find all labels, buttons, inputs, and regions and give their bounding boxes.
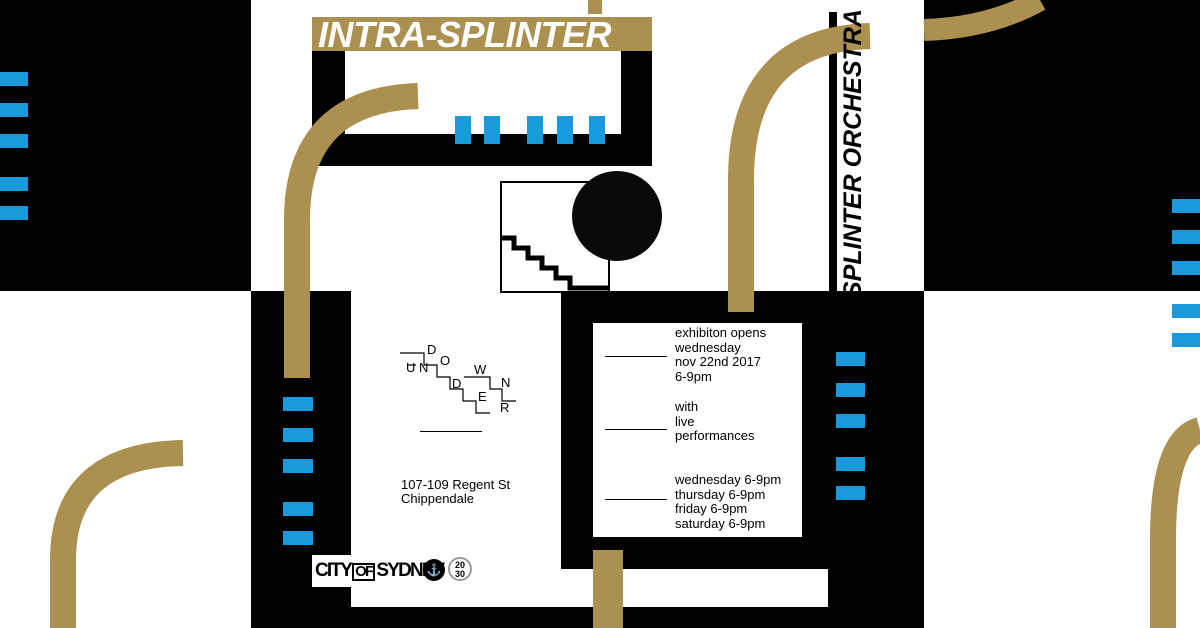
opening-line-2: wednesday xyxy=(675,339,741,355)
sustainable-sydney-badge: 20 30 xyxy=(448,557,472,581)
blue-square xyxy=(1172,230,1200,244)
venue-logo-lines xyxy=(400,352,516,414)
info-rule-2 xyxy=(605,429,667,430)
blue-square xyxy=(283,397,313,411)
badge-bottom: 30 xyxy=(454,569,465,579)
opening-text: exhibiton opens wednesday nov 22nd 2017 … xyxy=(675,325,767,385)
blue-square xyxy=(836,457,865,471)
logo-letter-n: N xyxy=(419,360,429,375)
info-rule-3 xyxy=(605,499,667,500)
blue-square xyxy=(0,72,28,86)
blue-square xyxy=(557,116,573,144)
blue-square xyxy=(1172,333,1200,347)
performances-line-2: live xyxy=(675,413,695,429)
bracket-right-arm xyxy=(621,50,652,166)
opening-line-1: exhibiton opens xyxy=(675,325,767,340)
blue-square xyxy=(836,383,865,397)
gold-stub-top xyxy=(588,0,602,14)
opening-line-4: 6-9pm xyxy=(675,369,712,385)
blue-square xyxy=(0,134,28,148)
bg-block-top-right xyxy=(924,0,1200,291)
logo-letter-w: W xyxy=(474,362,487,377)
logo-letter-u: U xyxy=(406,360,416,375)
logo-letter-n2: N xyxy=(501,375,511,390)
schedule-line-2: thursday 6-9pm xyxy=(675,486,766,502)
opening-line-3: nov 22nd 2017 xyxy=(675,354,762,370)
city-prefix: CITY xyxy=(315,560,353,581)
blue-square xyxy=(283,459,313,473)
schedule-line-1: wednesday 6-9pm xyxy=(675,472,782,487)
performances-text: with live performances xyxy=(675,399,755,444)
arc-bottom-right xyxy=(1150,417,1200,628)
performances-line-3: performances xyxy=(675,428,755,444)
blue-square xyxy=(836,352,865,366)
logo-letter-d2: D xyxy=(452,376,462,391)
city-of: OF xyxy=(352,563,376,581)
blue-square xyxy=(283,502,313,516)
logo-letter-r: R xyxy=(500,400,510,415)
poster-title: INTRA-SPLINTER xyxy=(318,17,612,51)
blue-square xyxy=(836,414,865,428)
staircase-circle-icon xyxy=(500,171,662,293)
logo-letter-o: O xyxy=(440,353,451,368)
logo-letter-d: D xyxy=(427,342,437,357)
blue-square xyxy=(484,116,500,144)
blue-square xyxy=(527,116,543,144)
blue-square xyxy=(283,531,313,545)
logo-letter-e: E xyxy=(478,389,487,404)
poster-subtitle: SPLINTER ORCHESTRA xyxy=(839,9,867,298)
schedule-line-3: friday 6-9pm xyxy=(675,501,748,517)
performances-line-1: with xyxy=(675,399,699,414)
city-crest-icon: ⚓ xyxy=(423,559,445,581)
arc-bottom-left xyxy=(50,440,184,628)
bg-block-top-left xyxy=(0,0,251,291)
blue-square xyxy=(0,206,28,220)
venue-logo: U N D O W D E R N xyxy=(398,343,518,419)
blue-square xyxy=(0,103,28,117)
address-line-2: Chippendale xyxy=(401,491,475,506)
blue-square xyxy=(283,428,313,442)
info-box: exhibiton opens wednesday nov 22nd 2017 … xyxy=(593,323,802,537)
schedule-text: wednesday 6-9pm thursday 6-9pm friday 6-… xyxy=(675,472,782,532)
bg-panel-white xyxy=(351,291,561,569)
blue-square xyxy=(455,116,471,144)
blue-square xyxy=(1172,199,1200,213)
blue-square xyxy=(1172,261,1200,275)
blue-square xyxy=(589,116,605,144)
blue-square xyxy=(0,177,28,191)
address-line-1: 107-109 Regent St xyxy=(401,477,511,492)
title-band: INTRA-SPLINTER xyxy=(312,17,652,51)
blue-square xyxy=(1172,304,1200,318)
blue-square xyxy=(836,486,865,500)
schedule-line-4: saturday 6-9pm xyxy=(675,516,766,532)
venue-rule xyxy=(420,431,482,432)
badge-top: 20 xyxy=(454,560,465,570)
info-rule-1 xyxy=(605,356,667,357)
venue-address: 107-109 Regent St Chippendale xyxy=(401,478,510,506)
